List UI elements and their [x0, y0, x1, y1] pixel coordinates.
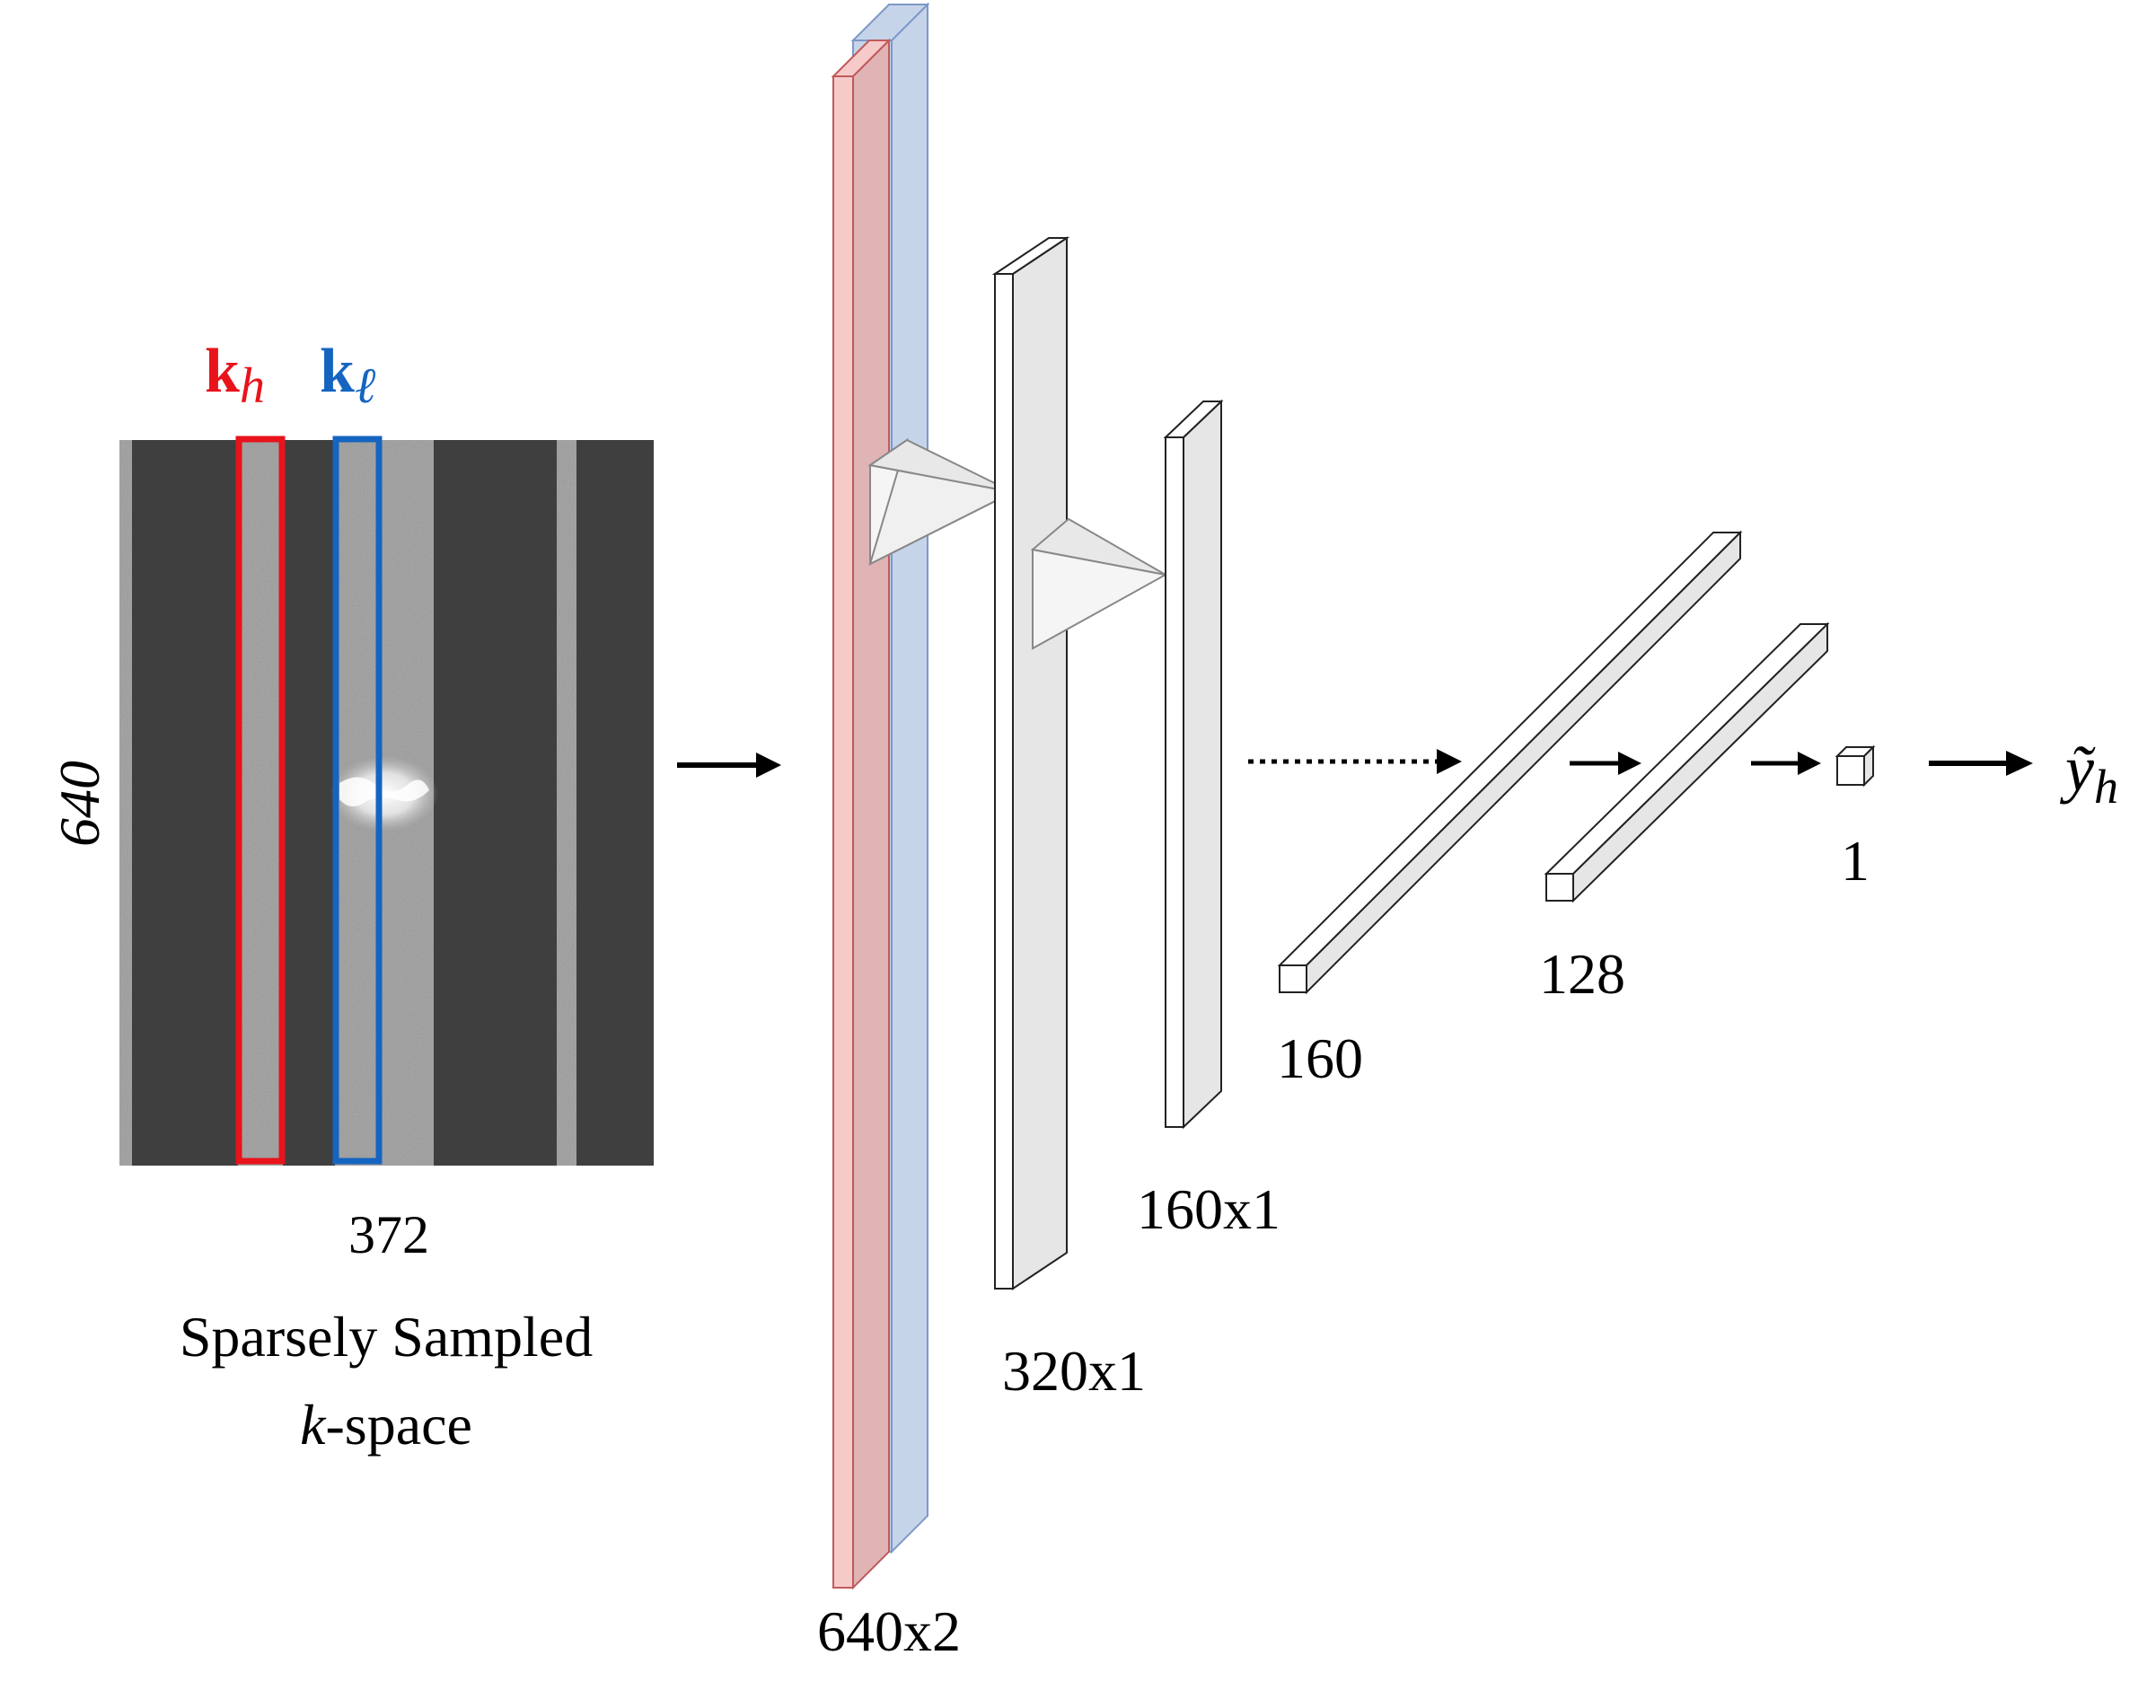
conv-layer-160-side — [1183, 399, 1222, 1130]
kl-column-box — [332, 436, 383, 1165]
dotted-arrow-right-icon — [1248, 749, 1462, 774]
arrow-right-icon — [1929, 751, 2033, 776]
kh-label: kh — [205, 337, 265, 414]
kspace-image — [119, 436, 654, 1166]
fc-layer-160-top — [1277, 532, 1743, 966]
conv-layer-320-front — [994, 273, 1014, 1290]
input-channel-red-side — [852, 38, 890, 1590]
kspace-caption-line2: k-space — [300, 1393, 472, 1457]
conv-kernel-1 — [867, 437, 1016, 566]
kl-label: kℓ — [320, 337, 376, 414]
conv-layer-320-label: 320x1 — [1002, 1339, 1146, 1403]
conv-layer-320-side — [1012, 236, 1068, 1290]
kspace-noise — [119, 440, 132, 1166]
conv-layer-160-label: 160x1 — [1137, 1177, 1280, 1241]
fc-layer-128 — [1544, 621, 1830, 903]
input-layer-label: 640x2 — [817, 1599, 961, 1663]
fc-layer-160 — [1277, 530, 1743, 995]
fc-layer-160-label: 160 — [1277, 1026, 1363, 1090]
fc-layer-128-label: 128 — [1539, 942, 1625, 1006]
kspace-caption-line1: Sparsely Sampled — [180, 1305, 593, 1369]
kspace-noise — [238, 440, 283, 1166]
conv-layer-160 — [1163, 399, 1224, 1130]
output-node-front — [1836, 755, 1865, 786]
conv-kernel-2 — [1030, 517, 1168, 650]
fc-layer-128-front — [1545, 873, 1574, 902]
input-layer — [831, 2, 930, 1590]
kspace-center-highlight — [339, 777, 429, 806]
output-node — [1835, 744, 1876, 788]
input-channel-blue-side — [891, 2, 928, 1554]
conv-layer-320 — [991, 236, 1070, 1290]
input-channel-red-front — [832, 75, 854, 1589]
kh-column-box — [235, 436, 286, 1165]
output-node-label: 1 — [1841, 829, 1870, 893]
output-symbol: ỹh — [2059, 733, 2118, 814]
kspace-height-label: 640 — [48, 761, 111, 847]
kspace-width-label: 372 — [348, 1205, 429, 1264]
arrow-right-icon — [1751, 752, 1821, 775]
conv-layer-160-front — [1165, 436, 1184, 1128]
arrow-right-icon — [677, 753, 781, 778]
arrow-right-icon — [1570, 752, 1641, 775]
kspace-noise — [557, 440, 576, 1166]
fc-layer-160-front — [1279, 964, 1307, 993]
